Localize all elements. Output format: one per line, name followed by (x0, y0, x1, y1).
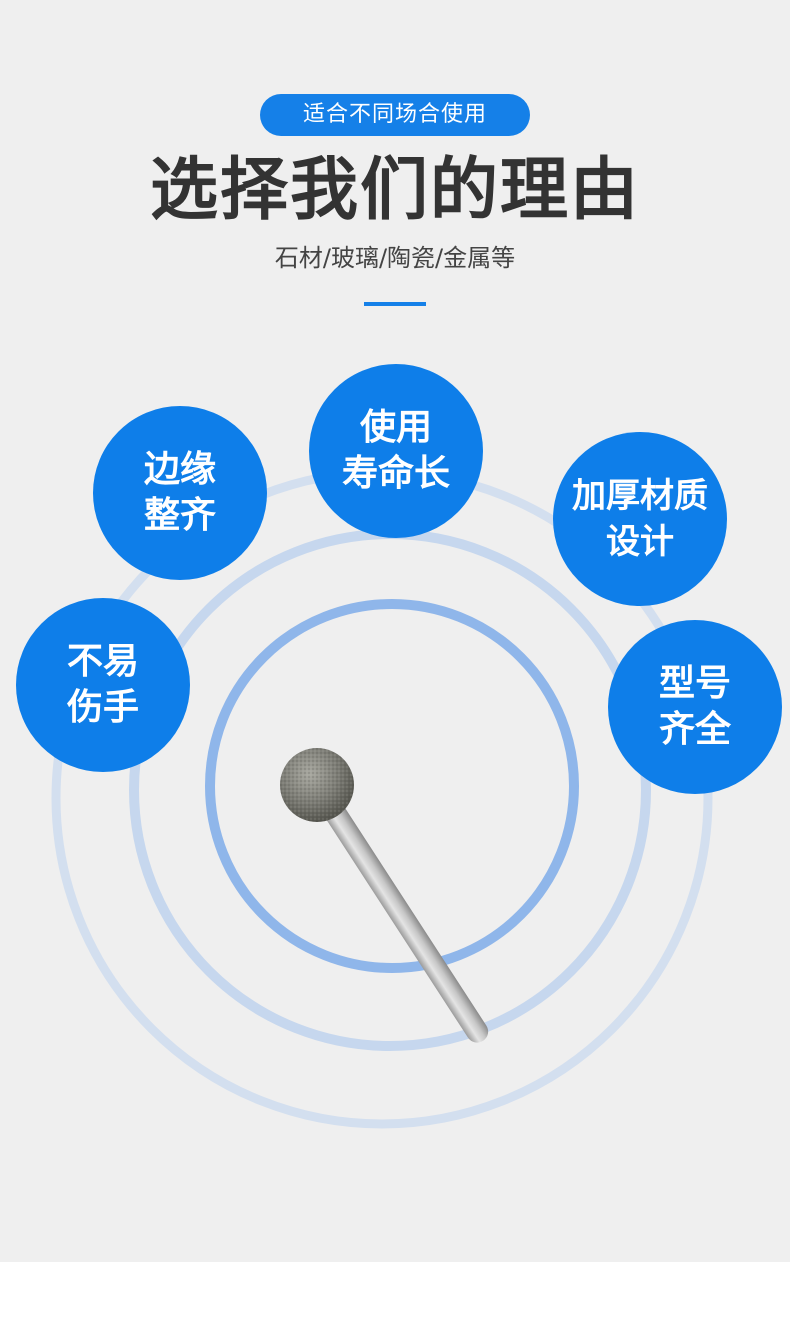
feature-hand-safe: 不易 伤手 (16, 598, 190, 772)
page-title: 选择我们的理由 (149, 151, 640, 230)
burr-shank (314, 787, 489, 1043)
feature-full-range-line1: 型号 (658, 663, 731, 704)
feature-thick-material-line1: 加厚材质 (572, 476, 708, 516)
feature-long-life: 使用 寿命长 (309, 364, 483, 538)
product-image-ball-burr (280, 748, 489, 1043)
feature-even-edges-line1: 边缘 (143, 449, 216, 490)
feature-thick-material-line2: 设计 (606, 522, 674, 562)
tag-badge: 适合不同场合使用 (260, 94, 530, 136)
title-divider (364, 302, 426, 306)
feature-hand-safe-line2: 伤手 (66, 687, 139, 728)
materials-subtitle: 石材/玻璃/陶瓷/金属等 (274, 244, 516, 272)
feature-thick-material: 加厚材质 设计 (553, 432, 727, 606)
feature-full-range: 型号 齐全 (608, 620, 782, 794)
feature-long-life-line2: 寿命长 (341, 453, 450, 494)
feature-full-range-line2: 齐全 (658, 709, 731, 750)
feature-even-edges-line2: 整齐 (143, 495, 216, 536)
feature-even-edges: 边缘 整齐 (93, 406, 267, 580)
feature-long-life-line1: 使用 (359, 407, 432, 448)
feature-hand-safe-line1: 不易 (66, 641, 139, 682)
ring-inner (205, 599, 579, 973)
